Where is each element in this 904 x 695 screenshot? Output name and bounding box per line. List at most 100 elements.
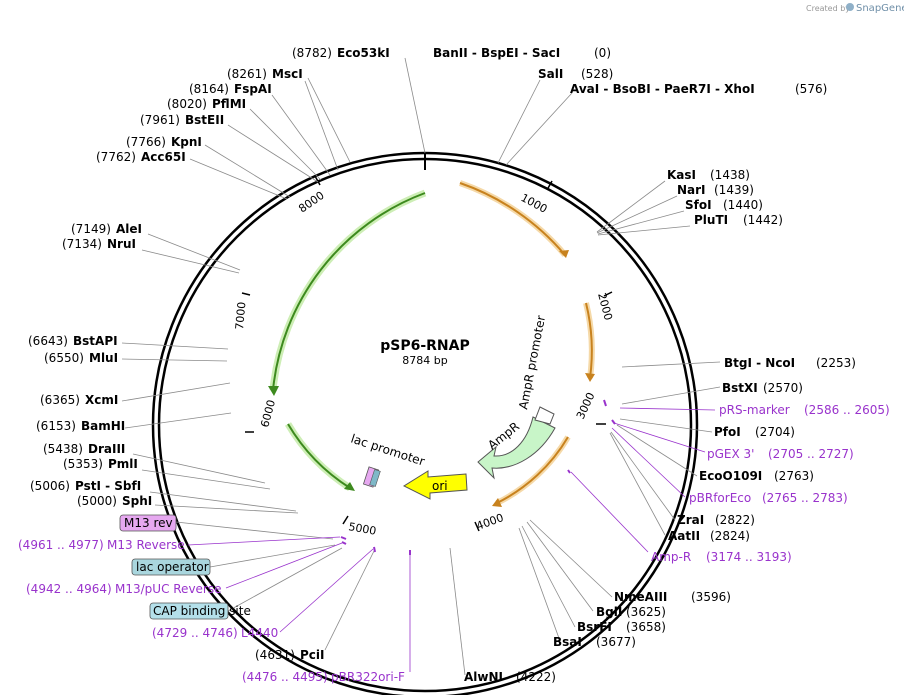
brand-created-by: Created by — [806, 4, 850, 13]
label-eco53ki[interactable]: Eco53kI — [337, 46, 390, 60]
label-alwni[interactable]: AlwNI — [464, 670, 503, 684]
pos-banii: (0) — [594, 46, 611, 60]
label-kpni[interactable]: KpnI — [171, 135, 202, 149]
label-pfoi[interactable]: PfoI — [714, 425, 741, 439]
label-bgli[interactable]: BglI — [596, 605, 622, 619]
cap-binding-site-box[interactable] — [149, 602, 229, 620]
primer-pbrforeco[interactable]: pBRforEco — [689, 491, 751, 505]
lac-operator-feature[interactable] — [369, 469, 381, 487]
orange-feature-2-arrowhead — [585, 373, 595, 382]
pos-nmeaiii: (3596) — [691, 590, 731, 604]
label-msci[interactable]: MscI — [272, 67, 303, 81]
ampr-feature[interactable] — [477, 416, 556, 480]
orange-feature-3[interactable] — [496, 436, 569, 504]
label-bstapi[interactable]: BstAPI — [73, 334, 118, 348]
label-pmli[interactable]: PmlI — [108, 457, 138, 471]
label-psti-sbfi[interactable]: PstI - SbfI — [75, 479, 141, 493]
label-bstxi[interactable]: BstXI — [722, 381, 758, 395]
label-pflmi[interactable]: PflMI — [212, 97, 246, 111]
primer-m13-reverse-range: (4961 .. 4977) — [18, 538, 104, 552]
orange-feature-1[interactable] — [459, 182, 566, 256]
pos-bstapi: (6643) — [28, 334, 68, 348]
primer-l4440-range: (4729 .. 4746) — [152, 626, 238, 640]
primer-l4440[interactable]: L4440 — [241, 626, 278, 640]
green-feature-2[interactable] — [287, 423, 351, 489]
snapgene-logo-icon — [846, 3, 854, 11]
primer-pbr322ori-f[interactable]: pBR322ori-F — [331, 670, 405, 684]
pos-bamhi: (6153) — [36, 419, 76, 433]
label-nari[interactable]: NarI — [677, 183, 706, 197]
label-bsai[interactable]: BsaI — [553, 635, 582, 649]
primer-lines — [187, 399, 716, 672]
pos-fspai: (8164) — [189, 82, 229, 96]
plasmid-size: 8784 bp — [402, 354, 447, 367]
tick-2000: 2000 — [595, 291, 615, 321]
label-zrai[interactable]: ZraI — [677, 513, 704, 527]
pos-bsrfi: (3658) — [626, 620, 666, 634]
label-bsteii[interactable]: BstEII — [185, 113, 224, 127]
green-feature-1[interactable] — [272, 192, 426, 391]
label-sphi[interactable]: SphI — [122, 494, 152, 508]
label-sali[interactable]: SalI — [538, 67, 563, 81]
pos-eco53ki: (8782) — [292, 46, 332, 60]
label-fspai[interactable]: FspAI — [234, 82, 272, 96]
pos-pluti: (1442) — [743, 213, 783, 227]
cap-binding-site-label: CAP binding site — [153, 604, 251, 618]
primer-m13-puc-reverse[interactable]: M13/pUC Reverse — [115, 582, 222, 596]
label-pcii[interactable]: PciI — [300, 648, 325, 662]
pos-msci: (8261) — [227, 67, 267, 81]
label-pluti[interactable]: PluTI — [694, 213, 728, 227]
pos-mlui: (6550) — [44, 351, 84, 365]
tick-4000: 4000 — [475, 511, 506, 533]
primer-m13-reverse[interactable]: M13 Reverse — [107, 538, 185, 552]
ampr-promoter-label: AmpR promoter — [516, 314, 548, 410]
label-ecoo109i[interactable]: EcoO109I — [699, 469, 762, 483]
tick-5000: 5000 — [347, 520, 377, 538]
brand-name[interactable]: SnapGene — [856, 3, 904, 14]
ori-feature[interactable] — [402, 470, 468, 500]
ampr-promoter-feature[interactable] — [534, 406, 555, 425]
pos-pcii: (4631) — [255, 648, 295, 662]
pos-pfoi: (2704) — [755, 425, 795, 439]
primer-prs-marker[interactable]: pRS-marker — [719, 403, 790, 417]
label-xcmi[interactable]: XcmI — [85, 393, 118, 407]
label-nmeaiii[interactable]: NmeAIII — [614, 590, 667, 604]
orange-feature-2[interactable] — [585, 302, 593, 379]
lac-operator-label: lac operator — [136, 560, 209, 574]
pos-alei: (7149) — [71, 222, 111, 236]
label-sfoi[interactable]: SfoI — [685, 198, 712, 212]
label-nrui[interactable]: NruI — [107, 237, 136, 251]
orange-feature-1-arrowhead — [559, 250, 569, 258]
label-aatii[interactable]: AatII — [668, 529, 700, 543]
label-mlui[interactable]: MluI — [89, 351, 118, 365]
tick-3000: 3000 — [574, 390, 598, 421]
m13-rev-box[interactable] — [119, 514, 177, 532]
label-bamhi[interactable]: BamHI — [81, 419, 125, 433]
green-feature-1-arrowhead — [268, 386, 279, 396]
pos-draiii: (5438) — [43, 442, 83, 456]
tick-7000: 7000 — [233, 301, 248, 330]
primer-m13-puc-reverse-range: (4942 .. 4964) — [26, 582, 112, 596]
pos-nari: (1439) — [714, 183, 754, 197]
label-kasi[interactable]: KasI — [667, 168, 696, 182]
pos-bsteii: (7961) — [140, 113, 180, 127]
pos-sali: (528) — [581, 67, 613, 81]
label-acc65i[interactable]: Acc65I — [141, 150, 186, 164]
primer-pgex3[interactable]: pGEX 3' — [707, 447, 754, 461]
m13-rev-label: M13 rev — [124, 516, 173, 530]
leader-lines — [121, 57, 721, 676]
label-draiii[interactable]: DraIII — [88, 442, 125, 456]
label-btgi-ncoi[interactable]: BtgI - NcoI — [724, 356, 795, 370]
pos-kpni: (7766) — [126, 135, 166, 149]
primer-amp-r[interactable]: Amp-R — [651, 550, 691, 564]
label-banii-bspei-saci[interactable]: BanII - BspEI - SacI — [433, 46, 560, 60]
lac-operator-box[interactable] — [131, 558, 211, 576]
label-avai-group[interactable]: AvaI - BsoBI - PaeR7I - XhoI — [570, 82, 755, 96]
pos-xcmi: (6365) — [40, 393, 80, 407]
primer-pbr322ori-f-range: (4476 .. 4495) — [242, 670, 328, 684]
pos-ecoo109i: (2763) — [774, 469, 814, 483]
label-bsrfi[interactable]: BsrFI — [577, 620, 612, 634]
label-alei[interactable]: AleI — [116, 222, 142, 236]
pos-zrai: (2822) — [715, 513, 755, 527]
